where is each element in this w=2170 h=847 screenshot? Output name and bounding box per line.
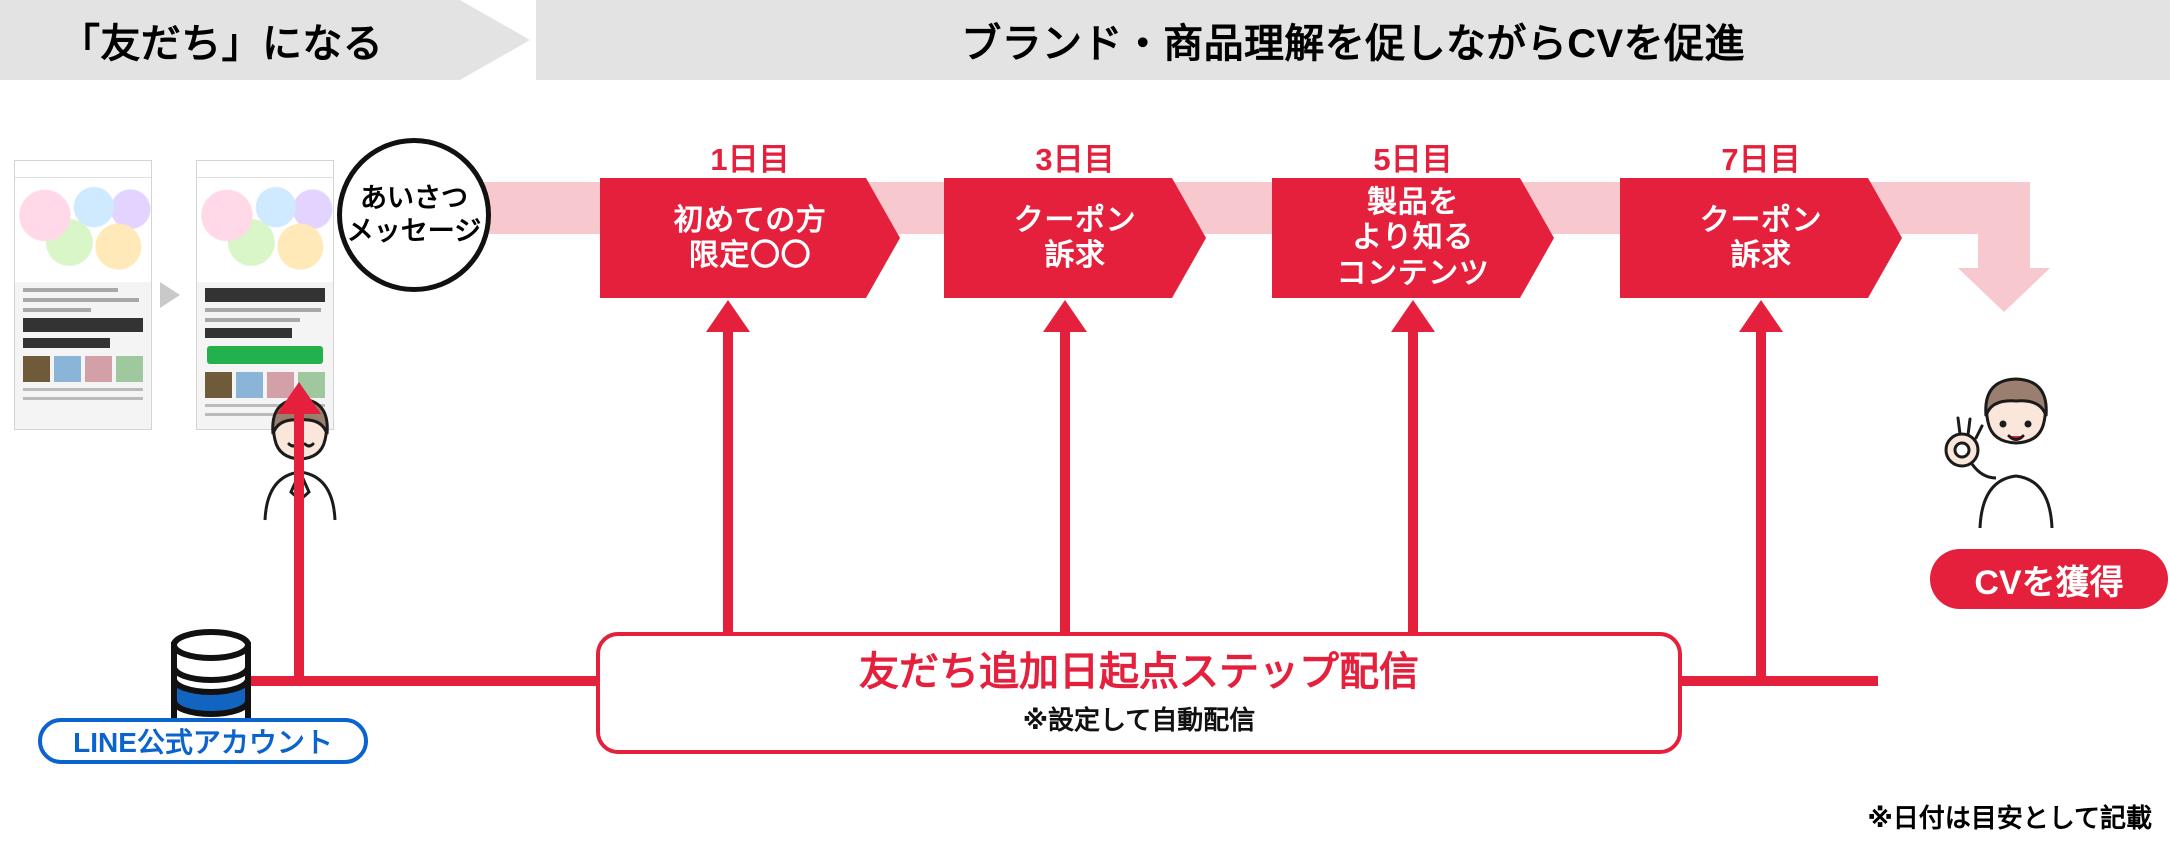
phone-thumbnail-row [23, 356, 143, 382]
phone-status-bar [15, 161, 151, 178]
connector-arrow-step-3-icon [1391, 300, 1435, 332]
phone-thumbnail [54, 356, 81, 382]
connector-arrow-step-4-icon [1739, 300, 1783, 332]
step-2-line-2: 訴求 [1044, 239, 1106, 272]
step-delivery-subtitle: ※設定して自動配信 [1022, 704, 1256, 735]
step-2-line-1: クーポン [1013, 203, 1137, 237]
phone-screenshot-after [196, 160, 334, 430]
step-3-line-2: より知る [1352, 221, 1474, 255]
greeting-line-2: メッセージ [346, 216, 482, 246]
greeting-line-1: あいさつ [360, 183, 468, 214]
step-chevron-4: クーポン 訴求 [1620, 178, 1902, 298]
step-3-line-3: コンテンツ [1336, 256, 1490, 290]
connector-riser-step-4 [1756, 330, 1766, 680]
phone-thumbnail [85, 356, 112, 382]
cv-acquired-badge: CVを獲得 [1930, 549, 2168, 609]
phone-text-line [23, 298, 139, 302]
connector-trunk-right [1678, 676, 1878, 686]
flow-track-arrowhead-icon [1958, 268, 2050, 312]
connector-riser-step-1 [723, 330, 733, 636]
phone-cta-button [207, 346, 323, 364]
phone-transition-arrow-icon [160, 282, 180, 308]
phone-dark-block [23, 338, 111, 348]
phone-text-line [205, 308, 321, 312]
connector-trunk-left [208, 676, 628, 686]
step-day-label-3: 5日目 [1373, 142, 1453, 177]
phone-footer-line [23, 388, 143, 391]
phone-dark-block [205, 288, 325, 302]
phone-text-line [23, 308, 91, 312]
phone-hero-image [197, 178, 333, 282]
phone-footer-line [23, 397, 143, 400]
step-3-line-1: 製品を [1367, 186, 1459, 220]
phone-text-line [205, 318, 301, 322]
connector-riser-step-2 [1060, 330, 1070, 636]
line-official-account-label: LINE公式アカウント [73, 727, 333, 758]
step-chevron-2: クーポン 訴求 [944, 178, 1206, 298]
connector-arrow-step-2-icon [1043, 300, 1087, 332]
connector-arrow-step-1-icon [706, 300, 750, 332]
cv-acquired-label: CVを獲得 [1974, 563, 2124, 602]
step-delivery-panel: 友だち追加日起点ステップ配信 ※設定して自動配信 [596, 632, 1682, 754]
connector-arrow-greeting-icon [277, 382, 321, 414]
phase-banner-cv: ブランド・商品理解を促しながらCVを促進 [536, 0, 2170, 80]
connector-riser-step-3 [1408, 330, 1418, 636]
person-illustration-right [1936, 370, 2086, 535]
step-1-line-1: 初めての方 [673, 203, 827, 237]
step-4-line-2: 訴求 [1730, 239, 1792, 272]
step-chevron-1: 初めての方 限定〇〇 [600, 178, 900, 298]
phone-footer-line [205, 404, 325, 407]
phone-screenshot-before [14, 160, 152, 430]
step-chevron-3: 製品を より知る コンテンツ [1272, 178, 1554, 298]
step-day-label-4: 7日目 [1721, 142, 1801, 177]
phone-thumbnail [236, 372, 263, 398]
phase-banner-cv-label: ブランド・商品理解を促しながらCVを促進 [961, 22, 1745, 66]
phone-text-line [23, 288, 119, 292]
phone-dark-block [23, 318, 143, 332]
connector-riser-greeting [294, 410, 304, 680]
step-4-line-1: クーポン [1699, 203, 1823, 237]
footer-note: ※日付は目安として記載 [1867, 803, 2153, 833]
flow-track-down [1978, 182, 2030, 282]
step-delivery-title: 友だち追加日起点ステップ配信 [859, 649, 1419, 694]
phone-hero-image [15, 178, 151, 282]
phase-banner-friend: 「友だち」になる [0, 0, 530, 80]
step-1-line-2: 限定〇〇 [688, 239, 812, 272]
phone-dark-block [205, 328, 293, 338]
step-day-label-1: 1日目 [710, 142, 790, 177]
greeting-message-node: あいさつ メッセージ [337, 138, 491, 292]
phone-status-bar [197, 161, 333, 178]
step-day-label-2: 3日目 [1035, 142, 1115, 177]
phone-thumbnail [23, 356, 50, 382]
phone-thumbnail [205, 372, 232, 398]
phone-footer-line [205, 413, 325, 416]
phone-thumbnail [116, 356, 143, 382]
phase-banner-friend-label: 「友だち」になる [60, 22, 384, 66]
line-official-account-badge: LINE公式アカウント [38, 718, 368, 764]
